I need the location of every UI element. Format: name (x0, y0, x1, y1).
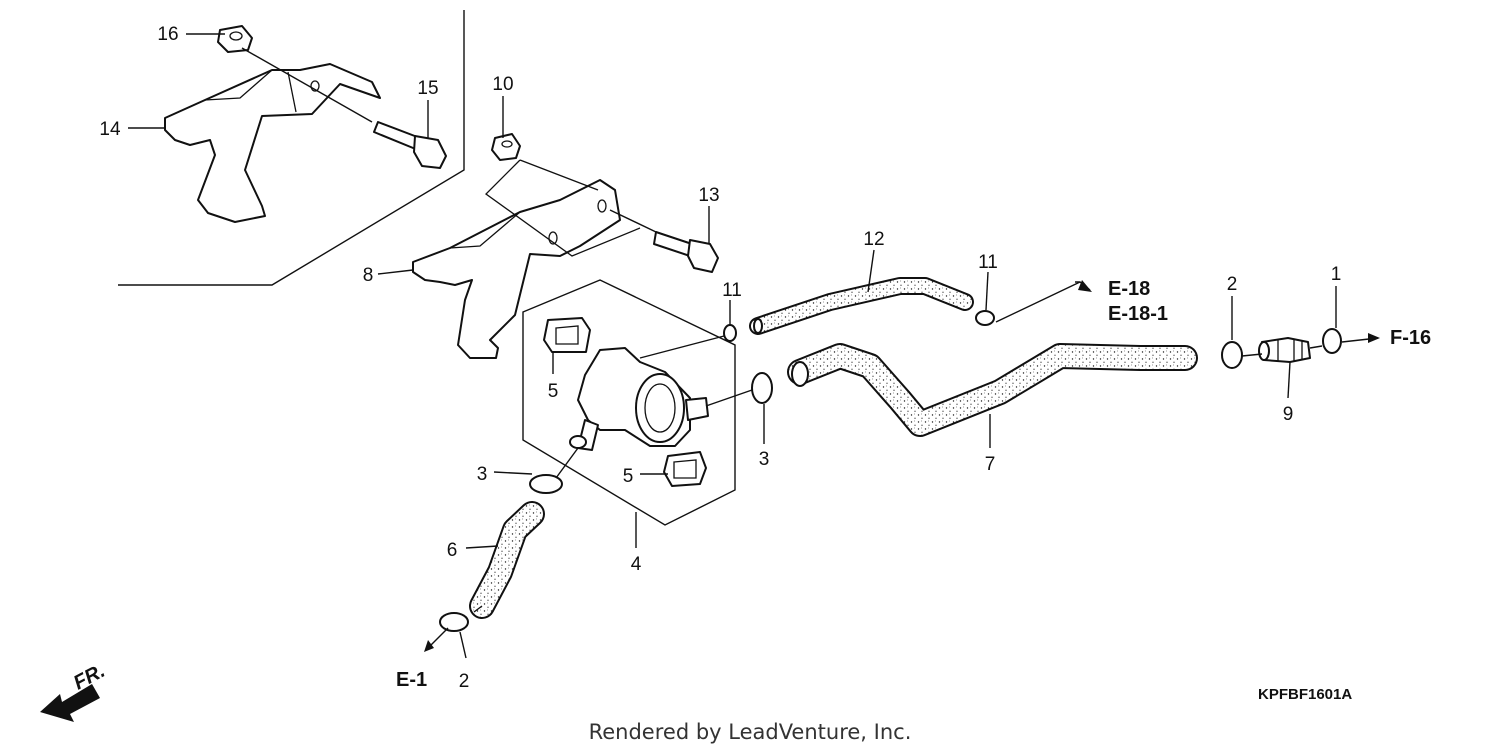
rubber-5-lower (663, 451, 707, 487)
callout-7: 7 (985, 454, 996, 475)
clamp-1 (1322, 328, 1342, 354)
bracket-8 (412, 179, 621, 359)
air-valve-body (569, 347, 709, 451)
callout-5-lower: 5 (623, 466, 634, 487)
callout-12: 12 (863, 229, 884, 250)
reference-e18-1[interactable]: E-18-1 (1108, 303, 1168, 325)
reference-f16[interactable]: F-16 (1390, 327, 1431, 349)
clamp-3-valve (751, 372, 773, 404)
clamp-2-lower (439, 612, 469, 632)
callout-2-lower: 2 (459, 671, 470, 692)
callout-10: 10 (492, 74, 513, 95)
callout-11-left: 11 (722, 280, 742, 301)
bolt-13 (653, 231, 719, 273)
callout-15: 15 (417, 78, 438, 99)
callout-1: 1 (1331, 264, 1342, 285)
callout-8: 8 (363, 265, 374, 286)
hose-7 (787, 343, 1198, 437)
diagram-code: KPFBF1601A (1258, 686, 1352, 703)
bracket-14 (164, 63, 381, 223)
clamp-2-right (1221, 341, 1243, 369)
clamp-11-right (975, 310, 995, 326)
callout-3-left: 3 (477, 464, 488, 485)
callout-3-right: 3 (759, 449, 770, 470)
callout-9: 9 (1283, 404, 1294, 425)
arrowheads (424, 280, 1380, 652)
callout-16: 16 (157, 24, 178, 45)
callout-6: 6 (447, 540, 458, 561)
callout-5-upper: 5 (548, 381, 559, 402)
leader-lines (128, 33, 1379, 659)
valve-box-4 (522, 279, 736, 526)
callout-2-right: 2 (1227, 274, 1238, 295)
nut-16 (217, 25, 253, 53)
reference-e1[interactable]: E-1 (396, 669, 427, 691)
alignment-box (485, 159, 641, 257)
callout-14: 14 (99, 119, 121, 140)
callout-11-right: 11 (978, 252, 998, 273)
fr-arrow-icon (40, 684, 100, 722)
clamp-3-lower (529, 474, 563, 494)
direction-label: FR. (70, 660, 109, 695)
callout-4: 4 (631, 554, 642, 575)
rubber-5-upper (543, 317, 591, 353)
clamp-11-left (723, 324, 737, 342)
nut-10 (491, 133, 521, 161)
callout-13: 13 (698, 185, 719, 206)
reference-e18[interactable]: E-18 (1108, 278, 1150, 300)
joint-9 (1258, 337, 1311, 363)
hose-12 (749, 277, 974, 335)
footer-credit: Rendered by LeadVenture, Inc. (589, 720, 912, 744)
hose-6 (469, 501, 545, 619)
inset-frame (118, 10, 465, 286)
bolt-15 (373, 121, 447, 169)
